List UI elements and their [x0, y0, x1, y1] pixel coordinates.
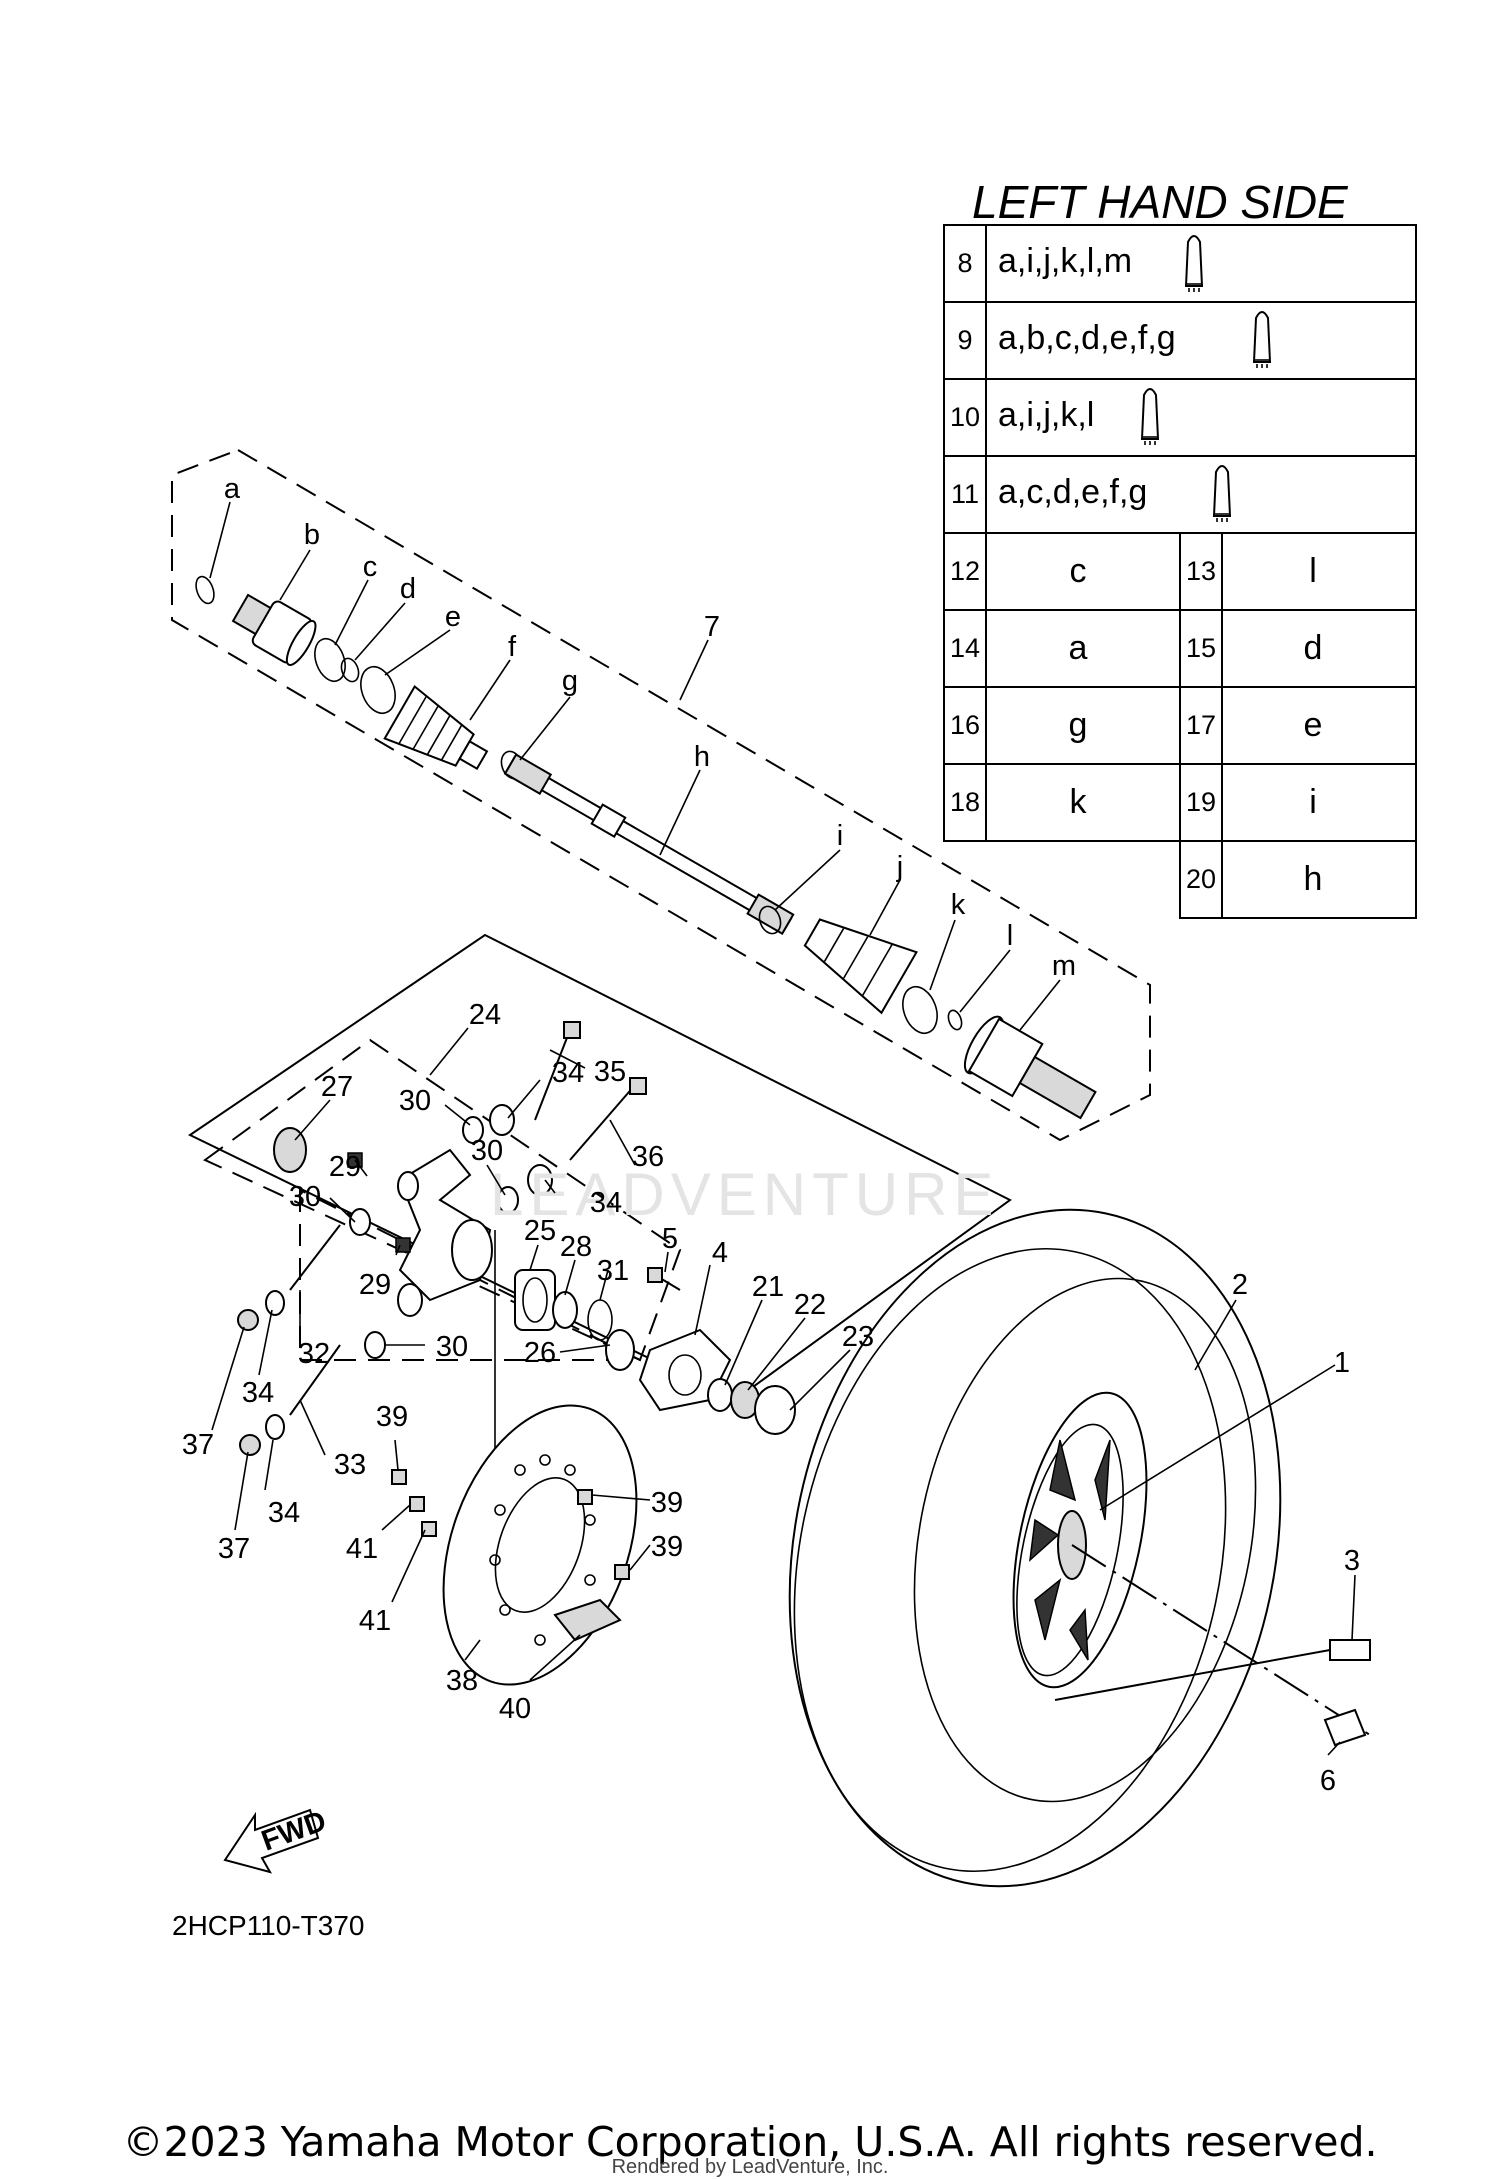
fwd-label: FWD	[257, 1805, 330, 1858]
grease-tube-icon	[1184, 235, 1204, 292]
callout-number: 4	[712, 1237, 728, 1269]
callout-number: 34	[590, 1187, 622, 1219]
pair-num: 19	[1186, 787, 1216, 817]
callout-number: 24	[469, 999, 501, 1031]
callout-number: 34	[268, 1497, 300, 1529]
wheel-tire	[788, 1208, 1371, 1888]
callout-letter: d	[400, 573, 416, 605]
callout-letter: k	[951, 889, 966, 921]
kit-row-num: 8	[957, 248, 972, 278]
callout-number: 26	[524, 1337, 556, 1369]
callout-letter: b	[304, 519, 320, 551]
callout-number: 27	[321, 1071, 353, 1103]
callout-number: 38	[446, 1665, 478, 1697]
number-callouts: 1 2 3 4 5 6 7 21 22 23 24 25 26 27 28 29…	[182, 611, 1360, 1797]
callout-number: 1	[1334, 1347, 1350, 1379]
pair-num: 12	[950, 556, 980, 586]
diagram-code: 2HCP110-T370	[172, 1910, 364, 1941]
callout-number: 7	[704, 611, 720, 643]
pair-letter: d	[1304, 629, 1323, 667]
pair-num: 14	[950, 633, 980, 663]
kit-row-num: 9	[957, 325, 972, 355]
callout-number: 22	[794, 1289, 826, 1321]
callout-number: 37	[182, 1429, 214, 1461]
parts-table: LEFT HAND SIDE 8 a,i,j,k,l,m 9 a,b,c,d,e…	[943, 176, 1417, 919]
pair-letter: i	[1309, 783, 1317, 821]
callout-number: 41	[346, 1533, 378, 1565]
grease-tube-icon	[1212, 465, 1232, 522]
callout-number: 34	[242, 1377, 274, 1409]
drive-shaft-assembly	[171, 448, 1151, 1142]
kit-row-num: 10	[950, 402, 980, 432]
callout-letter: i	[837, 820, 843, 852]
callout-number: 3	[1344, 1545, 1360, 1577]
callout-number: 34	[552, 1057, 584, 1089]
callout-letter: h	[694, 741, 710, 773]
callout-number: 32	[298, 1338, 330, 1370]
callout-number: 40	[499, 1693, 531, 1725]
callout-number: 21	[752, 1271, 784, 1303]
callout-number: 2	[1232, 1269, 1248, 1301]
callout-letter: f	[508, 631, 517, 663]
callout-number: 33	[334, 1449, 366, 1481]
callout-number: 35	[594, 1056, 626, 1088]
callout-number: 6	[1320, 1765, 1336, 1797]
table-title: LEFT HAND SIDE	[972, 176, 1349, 228]
callout-number: 25	[524, 1215, 556, 1247]
fwd-arrow-icon: FWD	[223, 1805, 330, 1874]
callout-letter: e	[445, 601, 461, 633]
callout-number: 39	[376, 1401, 408, 1433]
pair-letter: l	[1309, 552, 1317, 590]
pair-letter: a	[1069, 629, 1088, 667]
pair-letter: k	[1070, 783, 1088, 821]
grease-tube-icon	[1140, 388, 1160, 445]
callout-number: 39	[651, 1531, 683, 1563]
pair-letter: g	[1069, 706, 1088, 744]
kit-row-parts: a,i,j,k,l	[998, 396, 1094, 434]
callout-number: 31	[597, 1255, 629, 1287]
pair-num: 13	[1186, 556, 1216, 586]
callout-number: 23	[842, 1321, 874, 1353]
callout-number: 39	[651, 1487, 683, 1519]
pair-num: 16	[950, 710, 980, 740]
callout-number: 37	[218, 1533, 250, 1565]
kit-row-parts: a,i,j,k,l,m	[998, 242, 1132, 280]
callout-number: 30	[471, 1135, 503, 1167]
pair-num: 18	[950, 787, 980, 817]
pair-num: 17	[1186, 710, 1216, 740]
kit-row-parts: a,b,c,d,e,f,g	[998, 319, 1176, 357]
callout-letter: a	[224, 473, 241, 505]
watermark: LEADVENTURE	[490, 1161, 999, 1228]
grease-tube-icon	[1252, 311, 1272, 368]
kit-row-parts: a,c,d,e,f,g	[998, 473, 1147, 511]
pair-letter: h	[1304, 860, 1323, 898]
callout-number: 41	[359, 1605, 391, 1637]
callout-number: 5	[662, 1223, 678, 1255]
callout-number: 29	[359, 1269, 391, 1301]
letter-callouts: a b c d e f g h i j k l m	[209, 473, 1076, 1031]
callout-number: 30	[289, 1181, 321, 1213]
kit-row-num: 11	[951, 479, 979, 509]
callout-letter: j	[896, 851, 903, 883]
pair-letter: e	[1304, 706, 1323, 744]
pair-num: 15	[1186, 633, 1216, 663]
callout-number: 29	[329, 1151, 361, 1183]
rendered-by-note: Rendered by LeadVenture, Inc.	[611, 2156, 889, 2178]
knuckle-hub-assembly	[188, 933, 1012, 1456]
callout-number: 28	[560, 1231, 592, 1263]
callout-letter: l	[1007, 920, 1013, 952]
pair-letter: c	[1070, 552, 1087, 590]
callout-letter: m	[1052, 950, 1076, 982]
callout-number: 36	[632, 1141, 664, 1173]
callout-letter: c	[363, 551, 378, 583]
brake-disc	[391, 1404, 638, 1686]
callout-number: 30	[436, 1331, 468, 1363]
callout-letter: g	[562, 665, 578, 697]
copyright-notice: ©2023 Yamaha Motor Corporation, U.S.A. A…	[122, 2118, 1378, 2166]
callout-number: 30	[399, 1085, 431, 1117]
pair-num: 20	[1186, 864, 1216, 894]
